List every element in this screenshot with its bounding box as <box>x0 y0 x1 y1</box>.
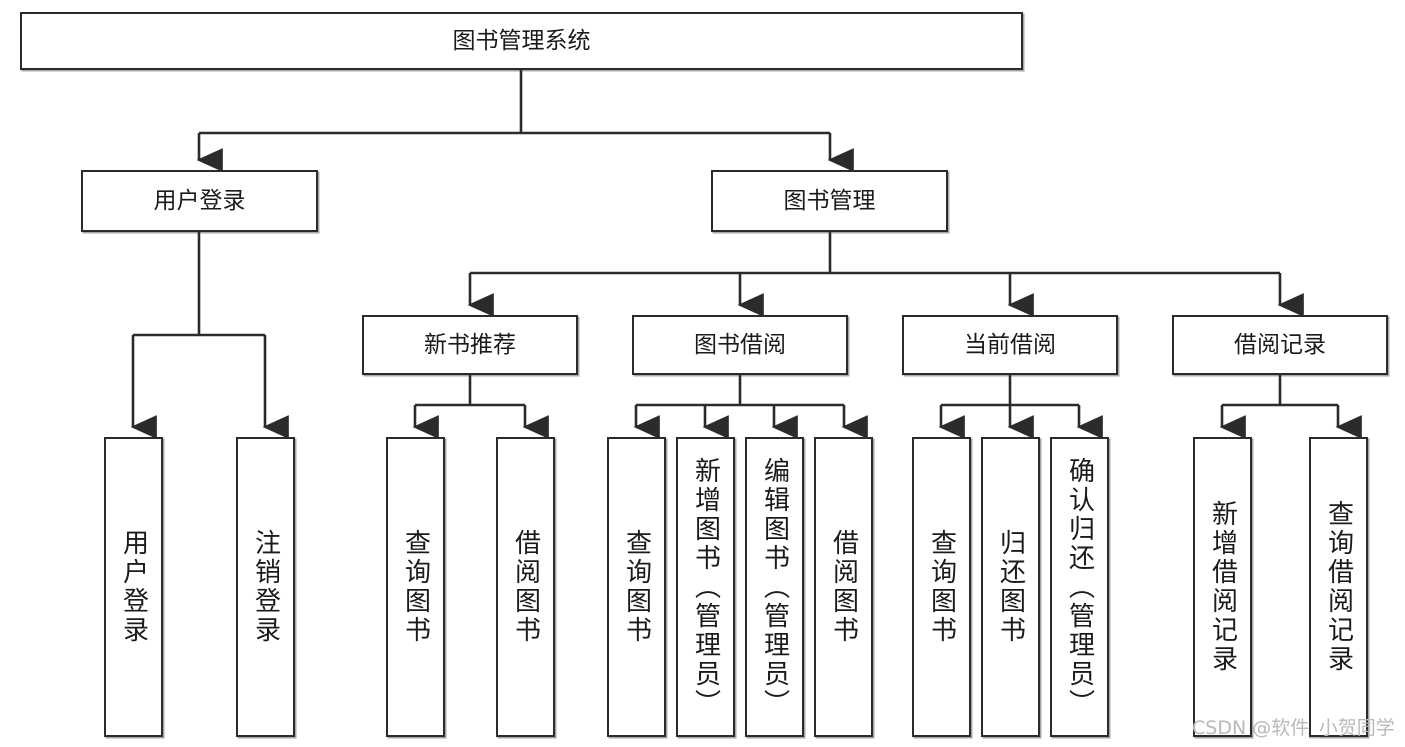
node-book-management-system[interactable]: 图书管理系统 <box>20 12 1023 70</box>
node-label: 注销登录 <box>250 529 281 645</box>
leaf-user-login[interactable]: 用户登录 <box>104 437 163 737</box>
leaf-borrow-borrow-book[interactable]: 借阅图书 <box>814 437 873 737</box>
node-label: 图书管理 <box>783 187 876 214</box>
node-book-borrow[interactable]: 图书借阅 <box>632 315 848 375</box>
leaf-current-query-book[interactable]: 查询图书 <box>912 437 971 737</box>
node-label: 查询图书 <box>926 529 957 645</box>
leaf-logout-login[interactable]: 注销登录 <box>236 437 295 737</box>
node-label: 当前借阅 <box>964 331 1056 358</box>
node-book-management[interactable]: 图书管理 <box>711 170 948 232</box>
node-user-login[interactable]: 用户登录 <box>81 170 318 232</box>
node-label: 新书推荐 <box>424 331 516 358</box>
node-label: 查询图书 <box>400 529 431 645</box>
node-label: 图书管理系统 <box>452 27 591 54</box>
leaf-current-confirm-return-admin[interactable]: 确认归还（管理员） <box>1050 437 1109 737</box>
csdn-watermark: CSDN @软件_小贺同学 <box>1192 717 1395 739</box>
node-label: 查询图书 <box>621 529 652 645</box>
node-label: 新增图书（管理员） <box>690 456 721 718</box>
node-label: 确认归还（管理员） <box>1064 456 1095 718</box>
leaf-borrow-edit-book-admin[interactable]: 编辑图书（管理员） <box>745 437 804 737</box>
node-label: 借阅图书 <box>510 529 541 645</box>
leaf-record-query-record[interactable]: 查询借阅记录 <box>1309 437 1368 737</box>
leaf-new-query-book[interactable]: 查询图书 <box>386 437 445 737</box>
leaf-new-borrow-book[interactable]: 借阅图书 <box>496 437 555 737</box>
leaf-current-return-book[interactable]: 归还图书 <box>981 437 1040 737</box>
node-current-borrow[interactable]: 当前借阅 <box>902 315 1118 375</box>
node-label: 借阅记录 <box>1234 331 1326 358</box>
node-borrow-record[interactable]: 借阅记录 <box>1172 315 1388 375</box>
node-label: 借阅图书 <box>828 529 859 645</box>
node-label: 用户登录 <box>118 529 149 645</box>
node-label: 查询借阅记录 <box>1323 500 1354 674</box>
leaf-borrow-query-book[interactable]: 查询图书 <box>607 437 666 737</box>
node-label: 归还图书 <box>995 529 1026 645</box>
node-label: 用户登录 <box>153 187 246 214</box>
node-label: 图书借阅 <box>694 331 786 358</box>
node-label: 编辑图书（管理员） <box>759 456 790 718</box>
node-new-book-recommend[interactable]: 新书推荐 <box>362 315 578 375</box>
node-label: 新增借阅记录 <box>1207 500 1238 674</box>
leaf-borrow-add-book-admin[interactable]: 新增图书（管理员） <box>676 437 735 737</box>
leaf-record-add-record[interactable]: 新增借阅记录 <box>1193 437 1252 737</box>
